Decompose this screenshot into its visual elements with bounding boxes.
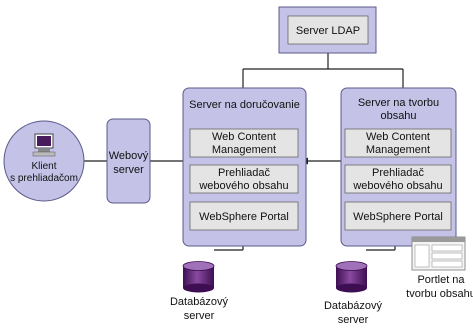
authoring-portal-label: WebSphere Portal [353, 211, 443, 223]
client-browser: Klient s prehliadačom [3, 120, 85, 202]
ldap-server: Server LDAP [278, 6, 377, 54]
authoring-server-title-line1: Server na tvorbu [358, 97, 439, 109]
web-server-label-line1: Webový [109, 150, 149, 162]
delivery-server-title: Server na doručovanie [189, 99, 300, 111]
delivery-wcm-line1: Web Content [212, 131, 276, 143]
client-label-line2: s prehliadačom [10, 173, 78, 184]
web-server: Webový server [106, 118, 151, 204]
authoring-wcm-line2: Management [366, 144, 430, 156]
delivery-db-label-line1: Databázový [170, 296, 229, 308]
portlet-label-line2: tvorbu obsahu [406, 288, 473, 300]
authoring-viewer-line1: Prehliadač [372, 167, 424, 179]
portlet-label-line1: Portlet na [417, 274, 465, 286]
delivery-wcm-line2: Management [212, 144, 276, 156]
authoring-wcm-line1: Web Content [366, 131, 430, 143]
computer-icon [32, 133, 56, 157]
client-label-line1: Klient [31, 161, 56, 172]
delivery-viewer-line1: Prehliadač [218, 167, 270, 179]
authoring-server-title-line2: obsahu [380, 110, 416, 122]
delivery-server: Server na doručovanie Web Content Manage… [182, 87, 307, 247]
delivery-db-label-line2: server [184, 310, 215, 322]
authoring-server: Server na tvorbu obsahu Web Content Mana… [340, 87, 457, 247]
web-server-label-line2: server [113, 164, 144, 176]
authoring-viewer-line2: webového obsahu [352, 180, 442, 192]
delivery-portal-label: WebSphere Portal [199, 211, 289, 223]
authoring-db-label-line1: Databázový [324, 300, 383, 312]
delivery-viewer-line2: webového obsahu [198, 180, 288, 192]
authoring-db-label-line2: server [338, 314, 369, 326]
portlet-thumbnail-icon [411, 236, 466, 271]
ldap-label: Server LDAP [296, 25, 360, 37]
authoring-database-icon [335, 261, 368, 293]
connectors [84, 52, 404, 251]
delivery-database-icon [182, 261, 215, 293]
